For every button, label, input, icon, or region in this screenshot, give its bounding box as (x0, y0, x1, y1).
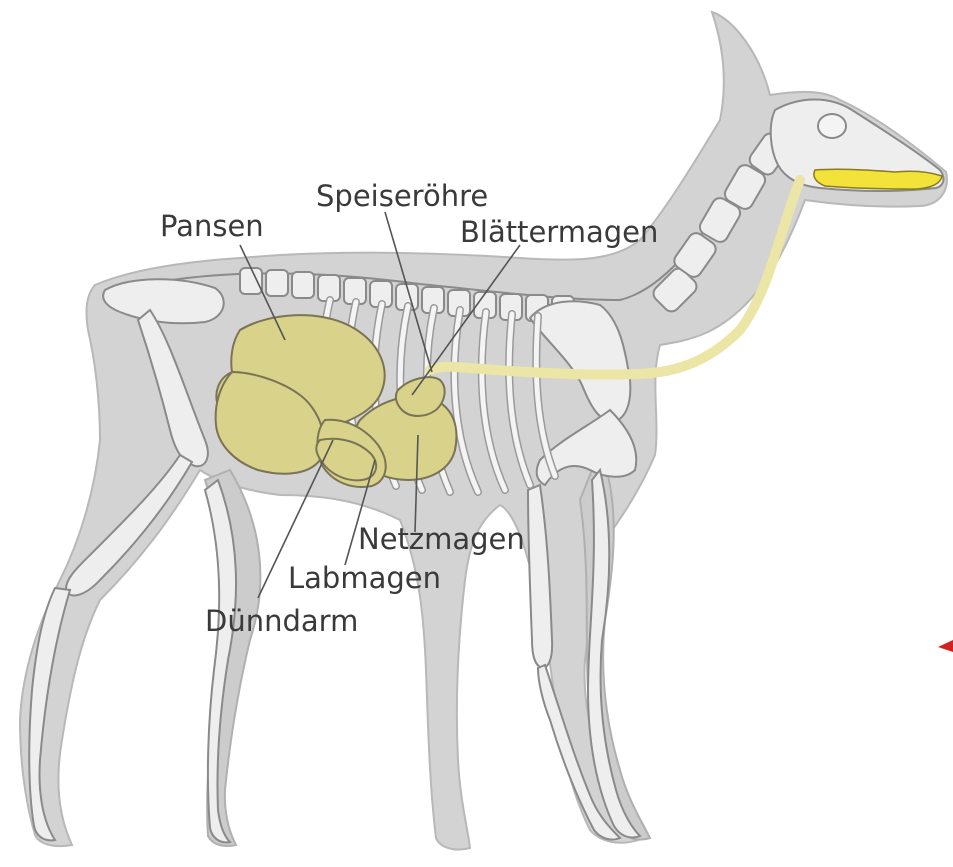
label-blaettermagen: Blättermagen (460, 215, 658, 249)
label-speiseroehre: Speiseröhre (316, 179, 488, 213)
teeth (814, 169, 942, 189)
eye-socket (818, 114, 846, 138)
label-duenndarm: Dünndarm (205, 604, 358, 638)
label-pansen: Pansen (160, 209, 264, 243)
label-netzmagen: Netzmagen (358, 522, 525, 556)
label-labmagen: Labmagen (288, 561, 441, 595)
arrow-tip-icon (938, 640, 953, 652)
